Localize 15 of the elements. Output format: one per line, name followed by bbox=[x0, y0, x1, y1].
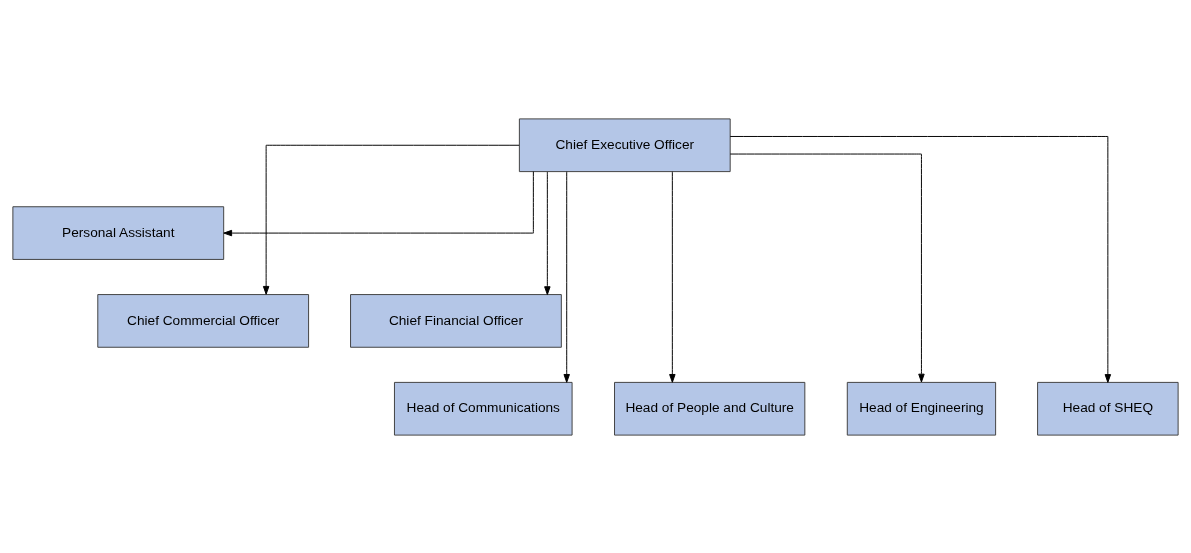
arrow bbox=[544, 170, 551, 295]
node-box: Head of Communications bbox=[393, 381, 573, 436]
node-box: Chief Executive Officer bbox=[518, 117, 731, 172]
node-box: Head of SHEQ bbox=[1037, 381, 1179, 436]
arrow bbox=[563, 170, 570, 383]
node-box: Head of People and Culture bbox=[614, 381, 806, 436]
node-box: Personal Assistant bbox=[12, 205, 225, 260]
arrow bbox=[729, 135, 1112, 383]
arrow bbox=[223, 170, 534, 236]
node-box: Chief Financial Officer bbox=[350, 293, 562, 348]
arrow bbox=[669, 170, 676, 383]
arrow bbox=[729, 153, 925, 382]
arrow bbox=[262, 144, 520, 295]
node-box: Chief Commercial Officer bbox=[97, 293, 310, 348]
node-box: Head of Engineering bbox=[846, 381, 997, 436]
